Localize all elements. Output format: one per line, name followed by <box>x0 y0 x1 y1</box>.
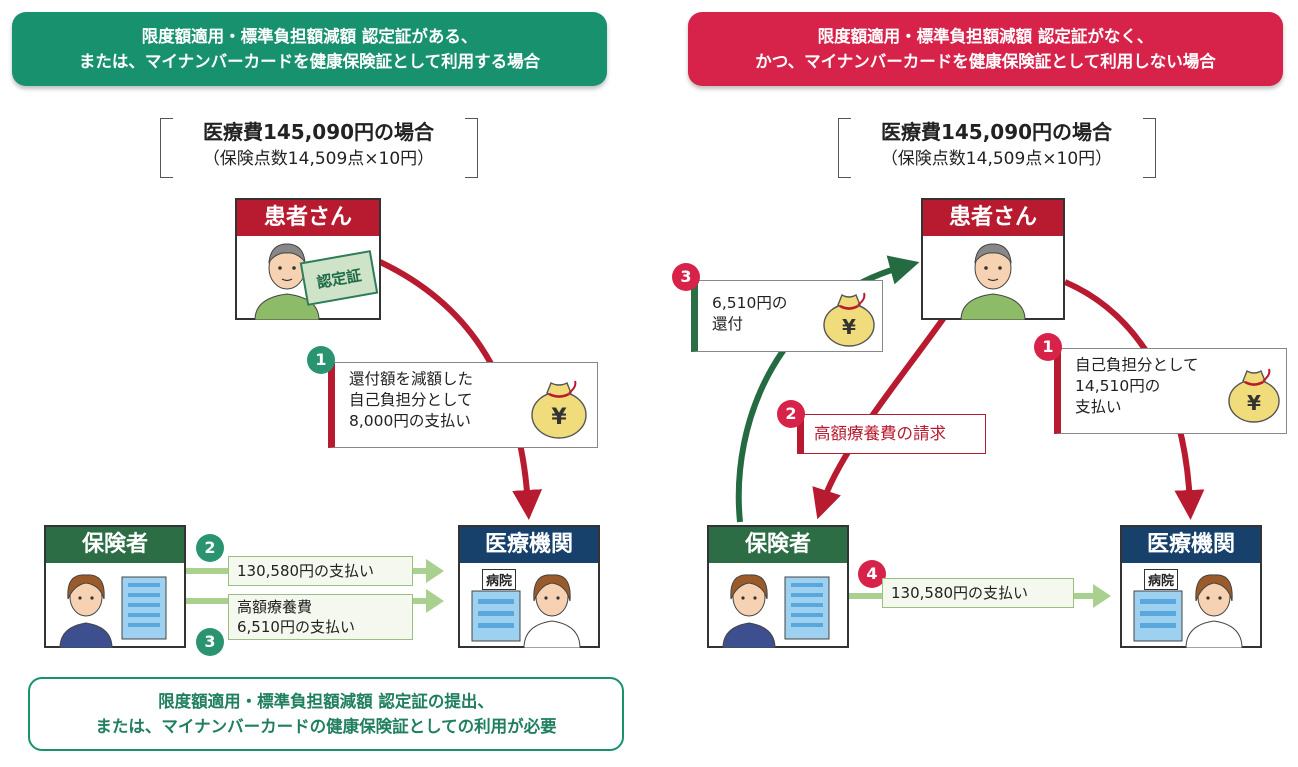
right-patient-label: 患者さん <box>923 200 1063 236</box>
right-step4-note: 130,580円の支払い <box>882 578 1074 608</box>
left-step3-note: 高額療養費 6,510円の支払い <box>228 594 413 640</box>
nurse-icon <box>1133 574 1243 648</box>
left-insurer-box: 保険者 <box>44 525 186 648</box>
left-case-title: 医療費145,090円の場合 <box>202 120 435 144</box>
right-step3-text: 6,510円の 還付 <box>712 294 788 333</box>
right-hospital-sign: 病院 <box>1144 569 1179 590</box>
left-bracket-open <box>160 118 173 178</box>
right-step3-note: 6,510円の 還付 ¥ <box>691 280 883 352</box>
left-step1-badge: 1 <box>307 346 335 374</box>
right-step1-text: 自己負担分として 14,510円の 支払い <box>1075 356 1199 416</box>
right-bracket-open <box>838 118 851 178</box>
right-step1-badge: 1 <box>1034 333 1062 361</box>
right-step1-note: 自己負担分として 14,510円の 支払い ¥ <box>1054 348 1287 434</box>
right-case-label: 医療費145,090円の場合 （保険点数14,509点×10円） <box>850 118 1143 172</box>
left-case-subtitle: （保険点数14,509点×10円） <box>202 149 435 169</box>
left-step2-text: 130,580円の支払い <box>237 562 375 580</box>
insurer-staff-icon <box>59 574 167 648</box>
right-insurer-box: 保険者 <box>707 525 849 648</box>
left-step2-note: 130,580円の支払い <box>228 556 413 586</box>
left-hospital-box: 医療機関 病院 <box>458 525 600 648</box>
right-patient-box: 患者さん <box>921 198 1065 320</box>
left-case-label: 医療費145,090円の場合 （保険点数14,509点×10円） <box>172 118 465 172</box>
nurse-icon <box>471 574 581 648</box>
left-arrow-patient-to-hospital <box>378 259 543 520</box>
right-case-subtitle: （保険点数14,509点×10円） <box>880 149 1113 169</box>
insurer-staff-icon <box>722 574 830 648</box>
svg-text:¥: ¥ <box>1247 391 1261 415</box>
left-step1-note: 還付額を減額した 自己負担分として 8,000円の支払い ¥ <box>328 362 598 448</box>
patient-avatar-icon <box>960 243 1026 320</box>
right-step4-badge: 4 <box>858 560 886 588</box>
left-hospital-sign: 病院 <box>482 569 517 590</box>
left-step1-text: 還付額を減額した 自己負担分として 8,000円の支払い <box>349 370 474 430</box>
patient-avatar-icon <box>254 243 320 320</box>
left-insurer-label: 保険者 <box>46 527 184 563</box>
right-arrow-claim <box>812 310 951 520</box>
right-step2-badge: 2 <box>777 400 805 428</box>
left-condition-banner: 限度額適用・標準負担額減額 認定証がある、 または、マイナンバーカードを健康保険… <box>12 12 607 86</box>
left-step3-badge: 3 <box>196 628 224 656</box>
right-case-title: 医療費145,090円の場合 <box>880 120 1113 144</box>
right-insurer-label: 保険者 <box>709 527 847 563</box>
money-bag-yen-icon: ¥ <box>531 380 587 439</box>
left-patient-box: 患者さん 認定証 <box>235 198 381 320</box>
left-requirement-banner: 限度額適用・標準負担額減額 認定証の提出、 または、マイナンバーカードの健康保険… <box>28 677 624 751</box>
money-bag-yen-icon: ¥ <box>1228 368 1280 423</box>
right-step2-note: 高額療養費の請求 <box>797 414 986 454</box>
money-bag-yen-icon: ¥ <box>823 292 875 347</box>
right-step3-badge: 3 <box>672 263 700 291</box>
left-step3-text: 高額療養費 6,510円の支払い <box>237 598 355 636</box>
left-patient-label: 患者さん <box>237 200 379 236</box>
right-step4-text: 130,580円の支払い <box>891 584 1029 602</box>
svg-text:¥: ¥ <box>551 405 567 430</box>
right-bracket-close <box>1143 118 1156 178</box>
right-step2-text: 高額療養費の請求 <box>814 424 946 443</box>
right-condition-banner: 限度額適用・標準負担額減額 認定証がなく、 かつ、マイナンバーカードを健康保険証… <box>688 12 1283 86</box>
svg-text:¥: ¥ <box>842 315 856 339</box>
left-step2-badge: 2 <box>196 534 224 562</box>
right-hospital-label: 医療機関 <box>1122 527 1260 563</box>
left-bracket-close <box>465 118 478 178</box>
left-hospital-label: 医療機関 <box>460 527 598 563</box>
right-hospital-box: 医療機関 病院 <box>1120 525 1262 648</box>
